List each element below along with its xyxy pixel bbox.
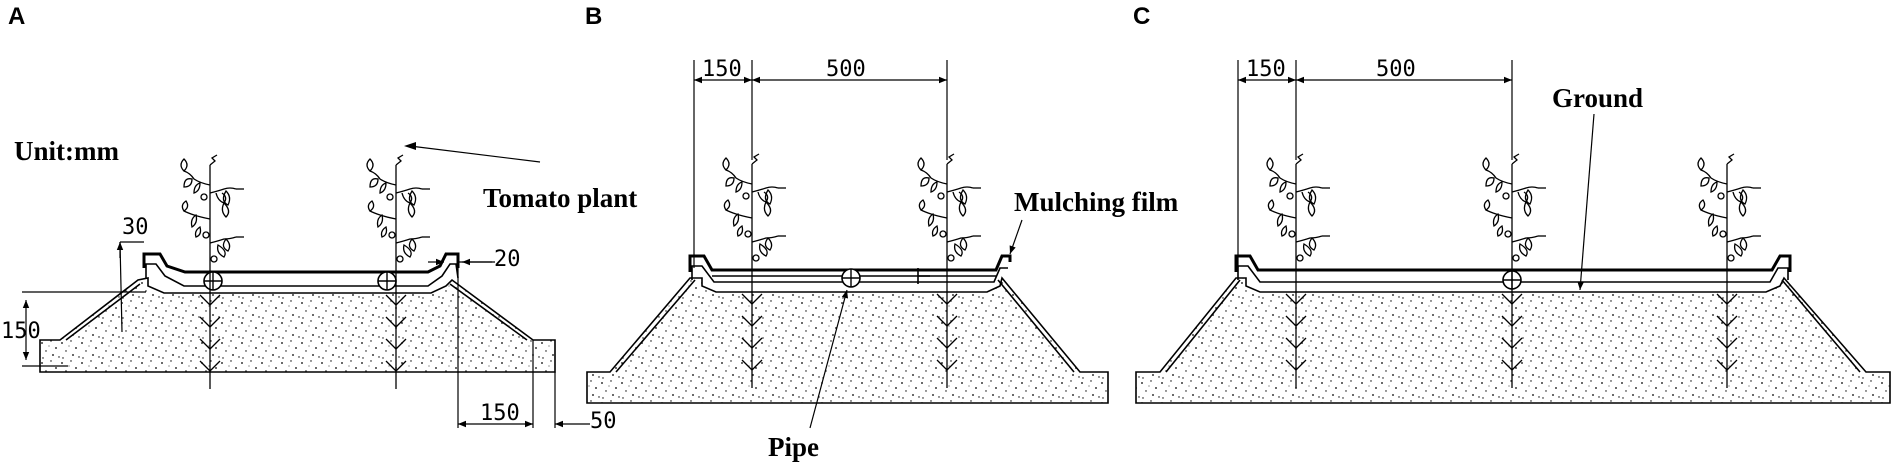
panel-label-a: A xyxy=(8,3,25,30)
mulch-film-a xyxy=(142,252,460,274)
mulching-film-label: Mulching film xyxy=(1014,187,1179,217)
pipe-a-1 xyxy=(203,271,223,291)
pipe-a-2 xyxy=(377,271,397,291)
panel-label-b: B xyxy=(585,3,602,30)
dim-150-vertical: 150 xyxy=(1,319,41,344)
pipe-label: Pipe xyxy=(768,432,819,462)
dim-500-b: 500 xyxy=(826,57,866,82)
soil-b xyxy=(586,276,1109,404)
soil-c xyxy=(1135,276,1891,404)
unit-label: Unit:mm xyxy=(14,136,119,166)
dim-150-c: 150 xyxy=(1246,57,1286,82)
panel-label-c: C xyxy=(1133,3,1150,30)
pipe-b xyxy=(841,268,861,288)
dim-500-c: 500 xyxy=(1376,57,1416,82)
dim-50: 50 xyxy=(590,409,617,434)
tomato-plant-label: Tomato plant xyxy=(483,183,637,213)
panel-c: C 150 500 Ground xyxy=(1133,3,1891,404)
dim-150-b: 150 xyxy=(702,57,742,82)
soil-a xyxy=(39,277,556,373)
dim-20: 20 xyxy=(494,247,521,272)
panel-b: B 150 500 Mulching film Pipe xyxy=(585,3,1179,462)
ground-label: Ground xyxy=(1552,83,1643,113)
panel-a: A Unit:mm Tomato plant 30 150 20 xyxy=(1,3,637,434)
dim-150-horizontal: 150 xyxy=(480,401,520,426)
dim-30: 30 xyxy=(122,215,149,240)
